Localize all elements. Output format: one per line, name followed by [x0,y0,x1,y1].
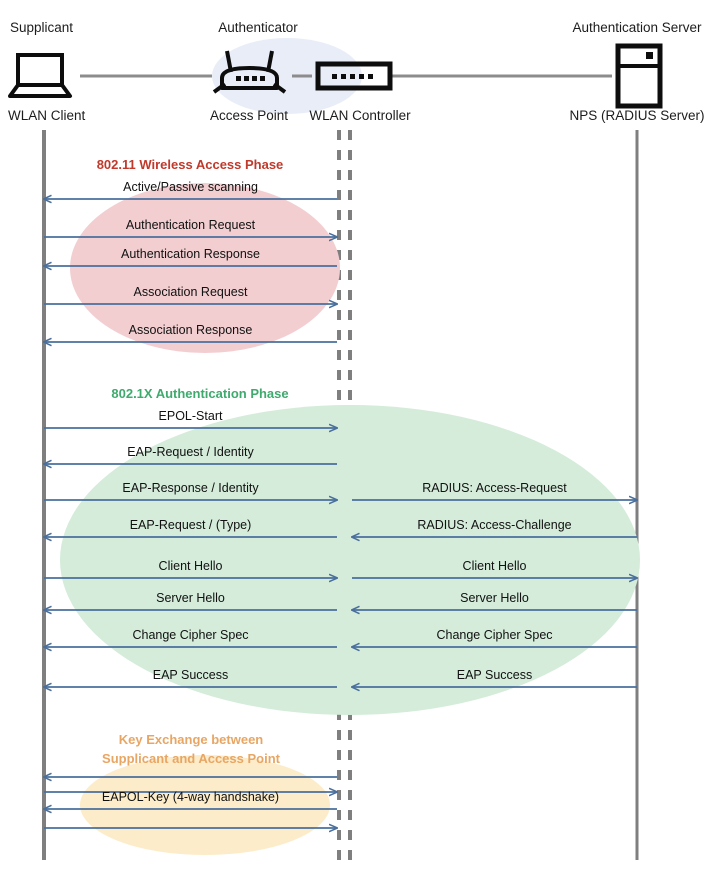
message-label: Client Hello [462,559,527,573]
message-label: Change Cipher Spec [436,628,553,642]
message-label: Authentication Request [125,218,256,232]
message-arrow-layer [44,199,637,828]
message-label: Association Request [133,285,248,299]
role-title-authenticator: Authenticator [218,20,298,35]
access-point-icon [212,50,287,94]
phase-label-line: Key Exchange between [118,732,264,747]
phase-label: 802.11 Wireless Access Phase [97,155,284,174]
message-label: EAP Success [152,668,229,682]
message-label: RADIUS: Access-Request [422,481,567,495]
phase-label-line: 802.1X Authentication Phase [111,386,289,401]
message-label: EAP-Request / (Type) [129,518,252,532]
message-label: EAP-Request / Identity [127,445,254,459]
message-label: Association Response [128,323,253,337]
message-label: EPOL-Start [158,409,223,423]
role-title-authentication-server: Authentication Server [572,20,702,35]
message-label: Change Cipher Spec [132,628,249,642]
phase-label-line: 802.11 Wireless Access Phase [96,157,284,172]
message-label: RADIUS: Access-Challenge [417,518,572,532]
role-title-supplicant: Supplicant [10,20,74,35]
message-label: Client Hello [158,559,223,573]
message-label: Authentication Response [121,247,260,261]
phase-ellipse-802-11 [70,183,340,353]
access-point-leds [236,76,265,81]
device-label-wlan-client: WLAN Client [8,108,86,123]
laptop-icon [8,53,72,98]
message-label: Server Hello [156,591,225,605]
message-label: EAP Success [456,668,533,682]
message-label: EAPOL-Key (4-way handshake) [101,790,280,804]
phase-label-line: Supplicant and Access Point [102,751,280,766]
device-label-access-point: Access Point [209,108,289,123]
authenticator-group-blob [212,38,362,114]
message-label: EAP-Response / Identity [122,481,259,495]
device-label-nps-radius-server: NPS (RADIUS Server) [569,108,705,123]
message-label: Active/Passive scanning [123,180,258,194]
server-rack-icon [615,43,663,109]
phase-ellipse-802-1x [60,405,640,715]
phase-ellipse-key-exchange [80,755,330,855]
message-label: Server Hello [460,591,529,605]
phase-label: 802.1X Authentication Phase [111,384,288,403]
wlan-controller-icon [315,61,393,91]
device-label-wlan-controller: WLAN Controller [309,108,411,123]
